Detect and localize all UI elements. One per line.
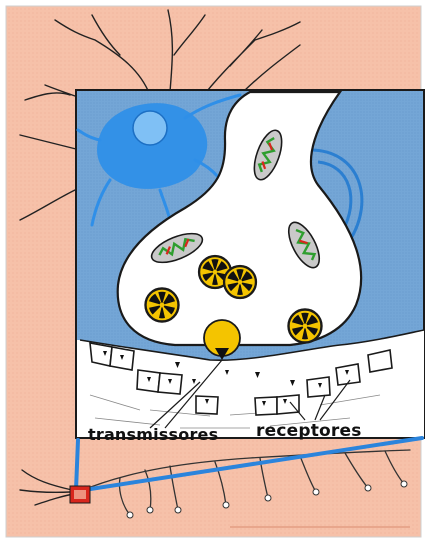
- vesicle-icon: [289, 310, 322, 343]
- synapse-inset: [76, 90, 424, 438]
- receptors-label: receptores: [256, 421, 362, 441]
- transmitters-label: transmissores: [88, 425, 218, 444]
- vesicle-icon: [224, 266, 256, 298]
- vesicle-icon: [146, 289, 179, 322]
- zoom-origin-marker: [70, 486, 90, 503]
